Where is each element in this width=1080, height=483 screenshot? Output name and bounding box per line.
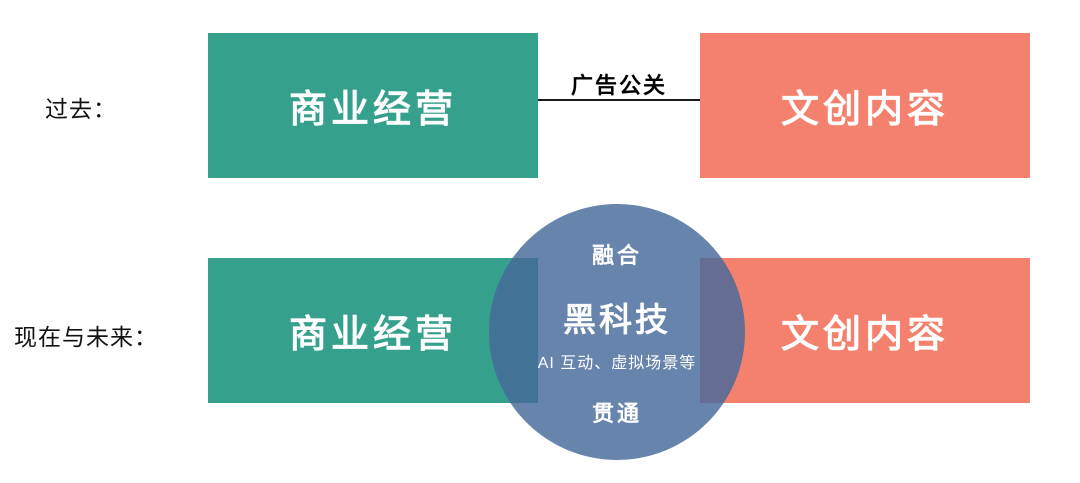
connect-label: 贯通 <box>591 401 642 426</box>
future-content-box: 文创内容 <box>700 258 1030 403</box>
fusion-label: 融合 <box>591 243 642 268</box>
past-content-box: 文创内容 <box>700 33 1030 178</box>
tech-subtitle: AI 互动、虚拟场景等 <box>537 355 697 372</box>
past-business-box: 商业经营 <box>208 33 538 178</box>
tech-title: 黑科技 <box>562 301 671 338</box>
tech-circle-center-group: 黑科技 AI 互动、虚拟场景等 <box>538 293 697 373</box>
past-row-label: 过去： <box>45 96 117 122</box>
tech-circle-fill <box>489 204 745 460</box>
connector-line <box>538 99 700 101</box>
tech-circle-content: 融合 黑科技 AI 互动、虚拟场景等 贯通 <box>489 204 745 460</box>
future-business-box: 商业经营 <box>208 258 538 403</box>
connector-label: 广告公关 <box>570 73 667 98</box>
future-row-label: 现在与未来： <box>14 324 158 350</box>
tech-circle: 融合 黑科技 AI 互动、虚拟场景等 贯通 <box>489 204 745 460</box>
